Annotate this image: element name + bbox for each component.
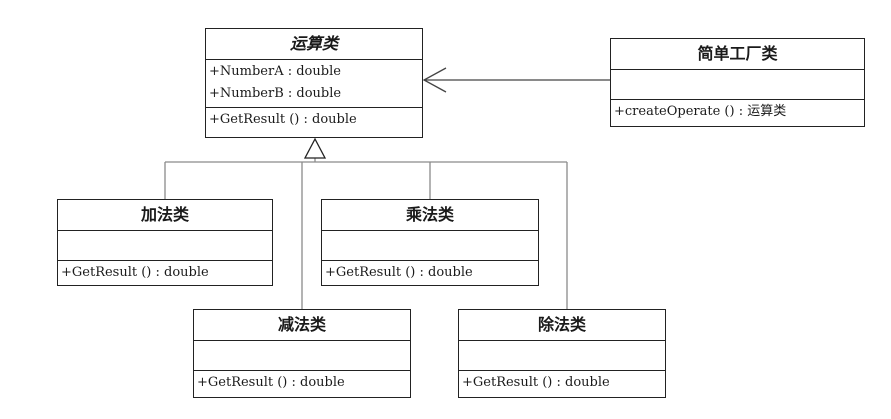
dependency-connector	[422, 67, 610, 93]
class-add-attributes	[58, 231, 272, 261]
class-multiply-methods: +GetResult () : double	[322, 261, 538, 285]
class-subtract-attributes	[194, 341, 410, 371]
class-operation-methods: +GetResult () : double	[206, 108, 422, 132]
method-getresult: +GetResult () : double	[462, 375, 610, 390]
class-multiply[interactable]: 乘法类 +GetResult () : double	[321, 199, 539, 286]
method-getresult: +GetResult () : double	[209, 112, 357, 127]
inheritance-connectors	[164, 158, 568, 309]
method-getresult: +GetResult () : double	[197, 375, 345, 390]
class-factory[interactable]: 简单工厂类 +createOperate () : 运算类	[610, 38, 865, 127]
class-factory-methods: +createOperate () : 运算类	[611, 100, 864, 124]
class-subtract-methods: +GetResult () : double	[194, 371, 410, 395]
class-add-methods: +GetResult () : double	[58, 261, 272, 285]
class-operation-title: 运算类	[206, 29, 422, 60]
class-divide-title: 除法类	[459, 310, 665, 341]
method-createoperate: +createOperate () : 运算类	[614, 104, 787, 119]
class-divide-methods: +GetResult () : double	[459, 371, 665, 395]
class-divide-attributes	[459, 341, 665, 371]
attribute-numbera: +NumberA : double	[209, 64, 341, 79]
class-subtract[interactable]: 减法类 +GetResult () : double	[193, 309, 411, 398]
class-subtract-title: 减法类	[194, 310, 410, 341]
class-factory-title: 简单工厂类	[611, 39, 864, 70]
class-add-title: 加法类	[58, 200, 272, 231]
class-operation[interactable]: 运算类 +NumberA : double +NumberB : double …	[205, 28, 423, 138]
class-multiply-title: 乘法类	[322, 200, 538, 231]
dependency-arrowhead	[422, 67, 447, 93]
class-factory-attributes	[611, 70, 864, 100]
class-operation-attributes: +NumberA : double +NumberB : double	[206, 60, 422, 108]
class-divide[interactable]: 除法类 +GetResult () : double	[458, 309, 666, 398]
class-add[interactable]: 加法类 +GetResult () : double	[57, 199, 273, 286]
class-multiply-attributes	[322, 231, 538, 261]
method-getresult: +GetResult () : double	[325, 265, 473, 280]
method-getresult: +GetResult () : double	[61, 265, 209, 280]
inheritance-arrowhead	[303, 137, 327, 159]
attribute-numberb: +NumberB : double	[209, 86, 342, 101]
